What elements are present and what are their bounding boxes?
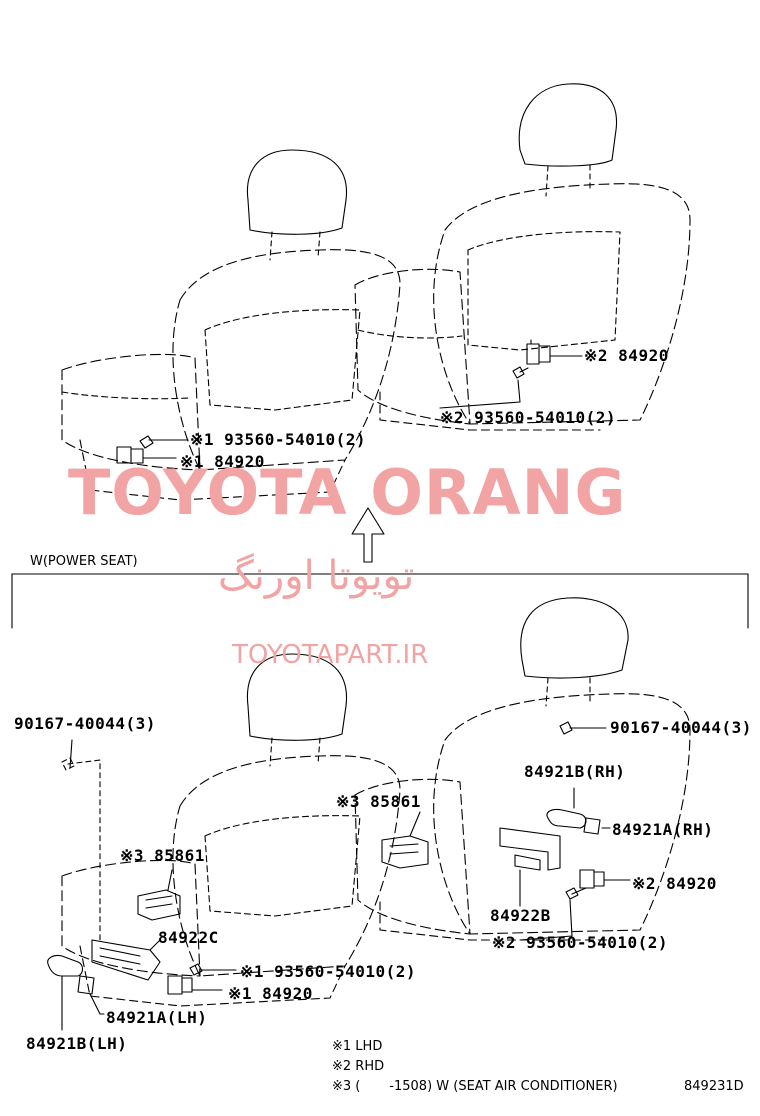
callout-right-screw: 90167-40044(3) <box>610 718 752 737</box>
legend-line-3: ※3 ( -1508) W (SEAT AIR CONDITIONER) <box>332 1079 618 1094</box>
callout-upper-rh-screw: ※2 93560-54010(2) <box>440 408 617 427</box>
callout-knob-rh: 84921A(RH) <box>612 820 714 839</box>
callout-holder-lh: 84922C <box>158 928 219 947</box>
callout-screw-rh: ※2 93560-54010(2) <box>492 933 669 952</box>
upper-left-seat <box>61 149 401 501</box>
legend-line-1: ※1 LHD <box>332 1039 383 1054</box>
lower-left-seat <box>47 653 401 1007</box>
callout-left-screw: 90167-40044(3) <box>14 714 156 733</box>
callout-right-unit: ※3 85861 <box>336 792 421 811</box>
callout-screw-lh: ※1 93560-54010(2) <box>240 962 417 981</box>
lower-right-seat <box>354 597 691 941</box>
callout-upper-lh-screw: ※1 93560-54010(2) <box>190 430 367 449</box>
diagram-code: 849231D <box>684 1079 744 1094</box>
watermark-site: TOYOTAPART.IR <box>232 640 429 670</box>
legend-line-2: ※2 RHD <box>332 1059 385 1074</box>
callout-knob-lh: 84921A(LH) <box>106 1008 208 1027</box>
leader-lines <box>61 739 575 1031</box>
callout-switch-rh: ※2 84920 <box>632 874 717 893</box>
callout-left-unit: ※3 85861 <box>120 846 205 865</box>
upper-right-seat <box>354 83 691 431</box>
callout-holder-rh: 84922B <box>490 906 551 925</box>
callout-upper-lh-part: ※1 84920 <box>180 452 265 471</box>
direction-arrow <box>351 507 385 563</box>
section-frame <box>11 573 749 629</box>
callout-bracket-rh: 84921B(RH) <box>524 762 626 781</box>
callout-upper-rh-part: ※2 84920 <box>584 346 669 365</box>
callout-switch-lh: ※1 84920 <box>228 984 313 1003</box>
callout-bracket-lh: 84921B(LH) <box>26 1034 128 1053</box>
watermark-brand: TOYOTA ORANG <box>68 456 627 529</box>
section-label: W(POWER SEAT) <box>30 554 138 569</box>
watermark-farsi: تويوتا اورنگ <box>218 553 415 599</box>
